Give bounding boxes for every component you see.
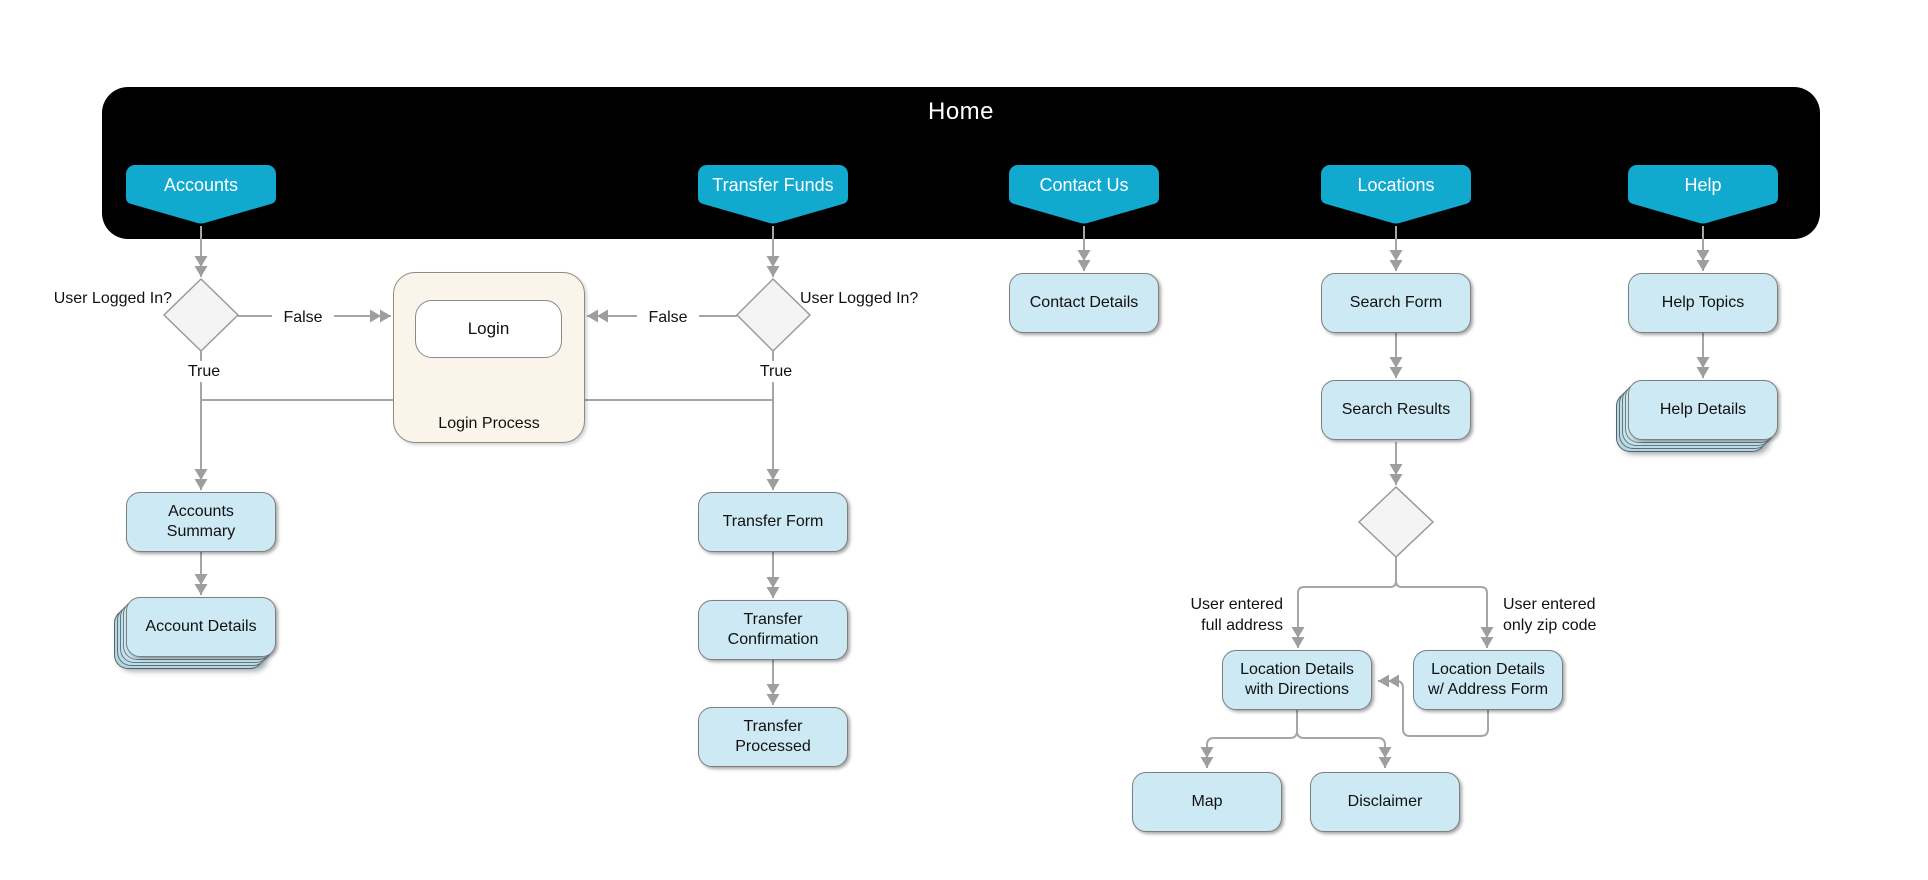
node-transfer-form[interactable]: Transfer Form — [698, 492, 848, 552]
label-zip-code: User entered only zip code — [1503, 596, 1597, 634]
node-search-results[interactable]: Search Results — [1321, 380, 1471, 440]
node-help-details[interactable]: Help Details — [1628, 380, 1778, 440]
node-map[interactable]: Map — [1132, 772, 1282, 832]
label-full-address: User entered full address — [1190, 596, 1284, 634]
login-node[interactable]: Login — [415, 300, 562, 358]
node-disclaimer[interactable]: Disclaimer — [1310, 772, 1460, 832]
node-contact-details[interactable]: Contact Details — [1009, 273, 1159, 333]
home-banner[interactable] — [102, 87, 1820, 239]
tab-accounts[interactable]: Accounts — [163, 175, 239, 195]
node-accounts-summary[interactable]: Accounts Summary — [126, 492, 276, 552]
node-location-details-directions[interactable]: Location Details with Directions — [1222, 650, 1372, 710]
decision-location-search — [1357, 485, 1435, 559]
node-help-topics[interactable]: Help Topics — [1628, 273, 1778, 333]
label-true-accounts: True — [176, 361, 232, 382]
label-user-logged-in-accounts: User Logged In? — [53, 290, 172, 307]
tab-transfer-funds[interactable]: Transfer Funds — [712, 175, 834, 195]
login-process-label: Login Process — [438, 415, 540, 432]
node-search-form[interactable]: Search Form — [1321, 273, 1471, 333]
node-transfer-confirmation[interactable]: Transfer Confirmation — [698, 600, 848, 660]
tab-help[interactable]: Help — [1684, 175, 1722, 195]
label-true-transfer: True — [748, 361, 804, 382]
decision-accounts-logged-in — [162, 277, 240, 353]
node-transfer-processed[interactable]: Transfer Processed — [698, 707, 848, 767]
tab-contact-us[interactable]: Contact Us — [1039, 175, 1129, 195]
label-false-transfer: False — [637, 307, 699, 328]
label-false-accounts: False — [272, 307, 334, 328]
node-account-details[interactable]: Account Details — [126, 597, 276, 657]
login-process-group[interactable]: Login Login Process — [393, 272, 585, 443]
tab-locations[interactable]: Locations — [1357, 175, 1435, 195]
label-user-logged-in-transfer: User Logged In? — [800, 290, 919, 307]
home-title: Home — [927, 98, 995, 125]
node-location-details-address[interactable]: Location Details w/ Address Form — [1413, 650, 1563, 710]
